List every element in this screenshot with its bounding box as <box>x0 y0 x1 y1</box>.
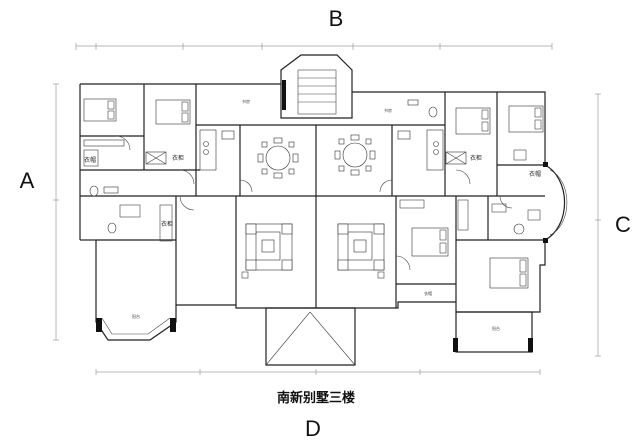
direction-label-top: B <box>329 6 344 31</box>
kitchen-right <box>397 129 444 171</box>
plan-caption: 南新别墅三楼 <box>277 390 355 406</box>
dimension-lines <box>53 43 601 375</box>
bathroom-right <box>457 199 541 235</box>
wardrobe-label-right: 衣帽 <box>529 170 541 178</box>
bay-window-right <box>543 162 568 243</box>
bedroom-top-right-1: 衣柜 <box>445 107 491 165</box>
doors <box>115 135 513 271</box>
bedroom-bottom-right-2 <box>489 257 529 289</box>
closet-label-right: 衣柜 <box>470 154 482 162</box>
living-room-right <box>337 223 385 279</box>
dining-left <box>257 137 299 179</box>
closet-label-left: 衣柜 <box>172 154 184 162</box>
entrance-canopy <box>265 307 356 366</box>
svg-text:衣柜: 衣柜 <box>161 220 173 228</box>
wardrobe-label-left: 衣帽 <box>84 156 96 164</box>
svg-text:衣帽: 衣帽 <box>424 290 432 296</box>
stairwell <box>280 54 353 119</box>
svg-text:书房: 书房 <box>242 98 250 104</box>
bathroom-top-right <box>407 99 438 118</box>
dining-right <box>334 134 376 176</box>
bedroom-top-left-2: 衣柜 <box>145 99 191 165</box>
kitchen-left <box>199 129 235 171</box>
direction-label-left: A <box>20 168 35 193</box>
bedroom-top-left-1 <box>83 98 125 147</box>
bay-window-left: 阳台 <box>96 313 176 335</box>
balcony-bottom-right: 阳台 <box>453 311 533 353</box>
bathroom-left: 衣帽 <box>83 149 141 234</box>
bedroom-bottom-right-1: 衣帽 <box>399 199 449 296</box>
direction-label-bottom: D <box>305 416 321 441</box>
closet-left: 衣柜 <box>159 204 173 242</box>
bedroom-top-right-2: 衣帽 <box>508 105 544 178</box>
svg-text:阳台: 阳台 <box>492 325 500 331</box>
direction-label-right: C <box>615 212 631 237</box>
living-room-left <box>241 223 293 279</box>
interior-walls <box>80 84 545 308</box>
svg-text:书房: 书房 <box>384 107 392 113</box>
svg-text:阳台: 阳台 <box>132 313 140 319</box>
